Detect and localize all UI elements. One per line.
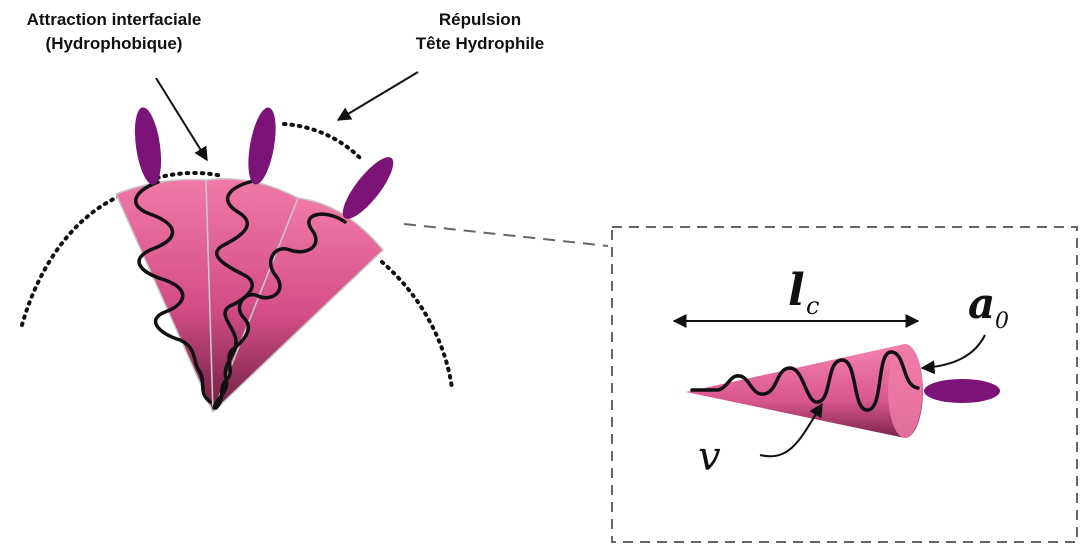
single-surfactant — [686, 344, 1000, 438]
single-cone-base — [888, 344, 922, 438]
length-symbol-subscript: c — [806, 292, 819, 320]
head-middle — [243, 106, 280, 187]
head-left — [131, 106, 166, 187]
area-arrow — [922, 335, 985, 368]
head-right — [335, 151, 401, 226]
single-cone — [686, 344, 923, 438]
repulsion-arc — [284, 124, 362, 160]
area-symbol: a — [968, 279, 995, 328]
length-symbol: l — [788, 265, 805, 316]
attraction-arrow — [156, 78, 207, 160]
zoom-connector — [404, 224, 608, 246]
repulsion-arrow — [338, 72, 418, 120]
volume-symbol: v — [698, 434, 721, 480]
area-symbol-subscript: 0 — [995, 309, 1009, 334]
micelle-outer-arc-left — [22, 192, 130, 325]
micelle-outer-arc-right — [382, 262, 452, 388]
cone-left — [116, 180, 213, 412]
single-head — [924, 379, 1000, 403]
